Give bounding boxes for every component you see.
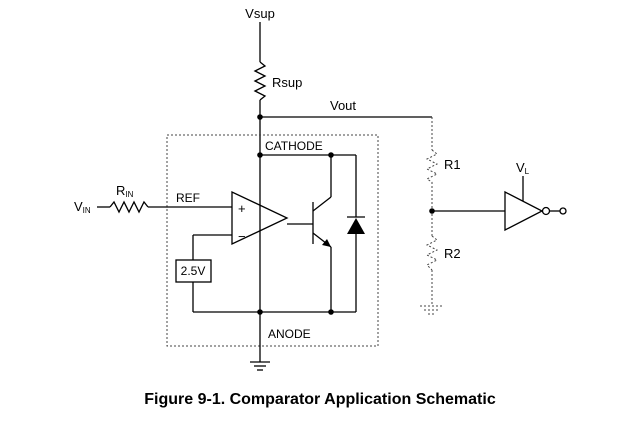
rsup-resistor <box>253 61 267 101</box>
vl-label-main: V <box>516 160 525 175</box>
vsup-label: Vsup <box>245 6 275 21</box>
vin-label-main: V <box>74 199 83 214</box>
inverter-triangle <box>504 190 544 232</box>
ref-label: REF <box>176 191 200 205</box>
inverter-output-terminal <box>559 207 567 215</box>
rin-label-main: R <box>116 183 125 198</box>
device-outline <box>166 134 379 347</box>
cathode-label: CATHODE <box>265 139 323 153</box>
rsup-label: Rsup <box>272 75 302 90</box>
rin-resistor <box>109 200 149 214</box>
op-amp-minus-label: − <box>238 229 246 244</box>
vl-label: VL <box>516 160 530 176</box>
op-amp-plus-label: + <box>238 201 246 216</box>
r2-label: R2 <box>444 246 461 261</box>
anode-ground-icon <box>250 361 270 371</box>
op-amp-triangle <box>231 190 289 246</box>
ref-voltage-label: 2.5V <box>181 264 206 278</box>
emitter-arrow-icon <box>322 239 331 247</box>
rin-label: RIN <box>116 183 134 199</box>
r2-resistor <box>425 235 439 271</box>
vin-label: VIN <box>74 199 91 215</box>
vin-label-sub: IN <box>83 206 91 215</box>
anode-label: ANODE <box>268 327 311 341</box>
r1-label: R1 <box>444 157 461 172</box>
rin-label-sub: IN <box>125 190 133 199</box>
inverter-bubble <box>541 206 551 216</box>
vl-label-sub: L <box>525 167 530 176</box>
r1-resistor <box>425 149 439 183</box>
vout-label: Vout <box>330 98 356 113</box>
divider-ground-icon <box>420 305 444 315</box>
figure-caption: Figure 9-1. Comparator Application Schem… <box>144 391 496 408</box>
diode-icon <box>347 218 365 234</box>
cathode-node-left <box>257 152 263 158</box>
collector-lead <box>312 196 332 212</box>
